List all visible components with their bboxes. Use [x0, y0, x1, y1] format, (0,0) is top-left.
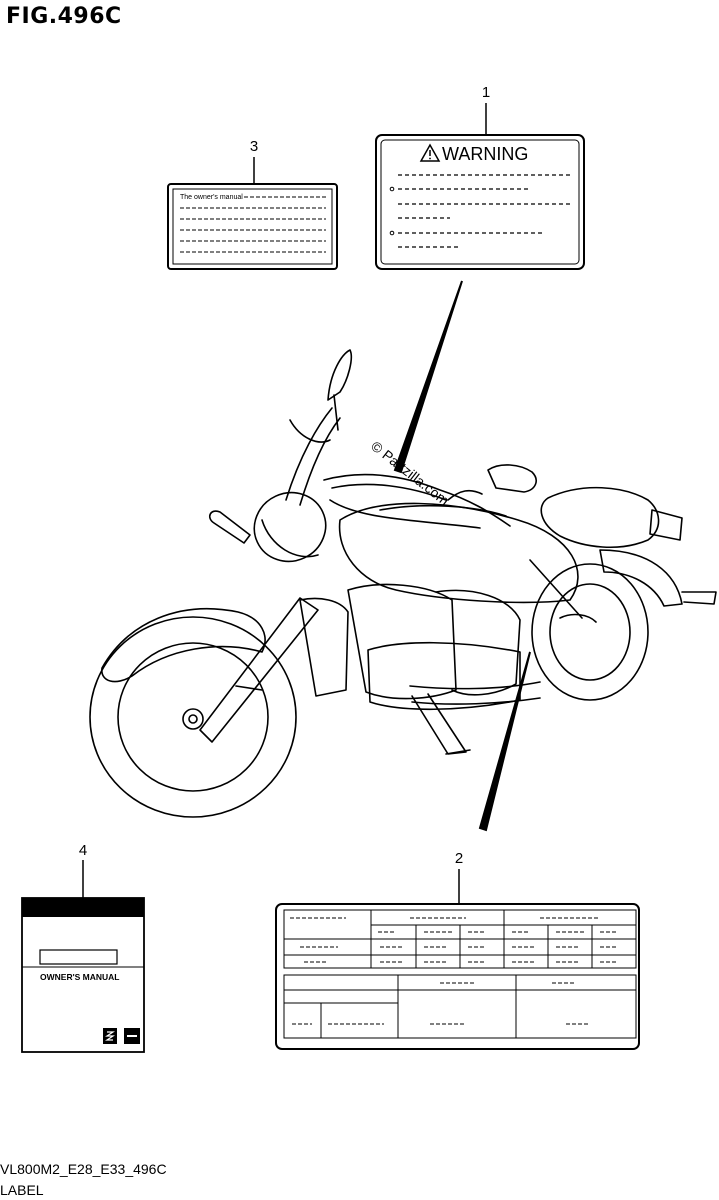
warning-label-outer: [375, 134, 585, 270]
callout-3[interactable]: 3: [250, 138, 258, 184]
passenger-seat: [487, 464, 537, 493]
watermark: © Partzilla.com: [368, 438, 452, 509]
spec-table-grid: [283, 909, 637, 1039]
bullet-dot: [389, 186, 395, 192]
warning-label-title: WARNING: [442, 144, 528, 164]
callout-number-4: 4: [79, 842, 87, 859]
cables: [323, 473, 511, 527]
rider-seat: [540, 486, 660, 549]
warning-label-inner: [380, 139, 580, 265]
pointer-arrow-spec: [478, 651, 531, 832]
mirror: [327, 349, 353, 401]
exhaust-pipe: [409, 681, 541, 690]
manual-book-title: OWNER'S MANUAL: [40, 972, 119, 982]
front-rim: [117, 642, 269, 792]
warning-label-part[interactable]: WARNING: [375, 134, 585, 270]
diagram-label: LABEL: [0, 1182, 44, 1198]
suzuki-logo-icon: [103, 1028, 117, 1044]
manual-title-box: [39, 949, 118, 965]
kickstand: [411, 693, 467, 755]
motorcycle-outline: [89, 349, 717, 818]
warning-label-text-lines: [398, 174, 572, 248]
headlight: [253, 491, 327, 563]
diagram-code: VL800M2_E28_E33_496C: [0, 1161, 167, 1177]
front-hub: [182, 708, 204, 730]
tail-light: [649, 509, 683, 541]
frame-rail: [329, 499, 481, 529]
manual-notice-text-lines: [180, 196, 326, 253]
engine-block: [347, 583, 457, 700]
front-fork: [199, 597, 319, 743]
manual-notice-label-inner: [172, 188, 333, 265]
pointer-arrow-warning: [393, 280, 463, 474]
spec-label-outer: [275, 903, 640, 1050]
callout-number-1: 1: [482, 84, 490, 101]
front-fender: [101, 608, 266, 683]
warning-triangle-icon: [419, 143, 441, 162]
manual-notice-text: The owner's manual: [180, 194, 243, 201]
manual-notice-label-part[interactable]: The owner's manual: [167, 183, 338, 270]
callout-1[interactable]: 1: [482, 84, 490, 134]
rear-wheel: [531, 563, 649, 701]
radiator: [299, 597, 349, 697]
manual-top-band: [22, 898, 144, 917]
callout-number-3: 3: [250, 138, 258, 155]
engine-case: [367, 641, 521, 711]
owners-manual-part[interactable]: OWNER'S MANUAL: [21, 897, 145, 1053]
callout-2[interactable]: 2: [455, 850, 463, 904]
turn-signal: [208, 510, 251, 544]
manual-cover: [21, 897, 145, 1053]
bullet-dot: [389, 230, 395, 236]
specification-label-part[interactable]: [275, 903, 640, 1050]
callout-4[interactable]: 4: [79, 842, 87, 898]
callout-number-2: 2: [455, 850, 463, 867]
spec-table-placeholder-text: [290, 917, 618, 1025]
manual-notice-label-outer: [167, 183, 338, 270]
rear-fender: [599, 549, 683, 607]
front-wheel: [89, 616, 297, 818]
handlebar: [285, 407, 333, 501]
fuel-tank: [338, 502, 579, 604]
figure-title: FIG.496C: [6, 4, 122, 29]
